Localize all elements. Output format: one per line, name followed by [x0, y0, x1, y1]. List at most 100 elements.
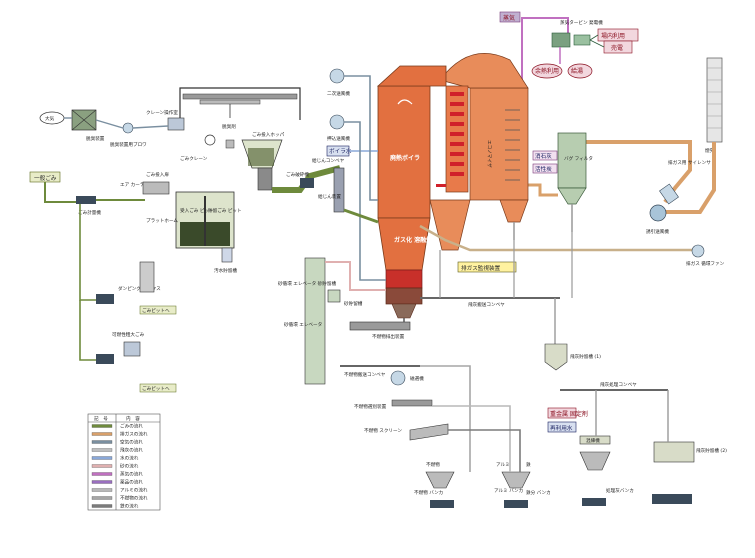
boiler-water-label: ボイラ水 — [329, 147, 352, 155]
internal-use-label: 場内利用 — [601, 32, 625, 40]
monitor-box — [457, 261, 517, 273]
slaked-lime-box — [532, 150, 558, 161]
chemical-label: 重金属 固定剤 — [550, 410, 588, 418]
legend-label: 薬品の流れ — [120, 479, 143, 486]
sand-elevator-label: 砂循環 エレベータ 砂貯留槽 — [278, 280, 336, 287]
pit2-label: 貯留ごみ ピット — [208, 207, 242, 214]
platform-label: プラットホーム — [146, 218, 178, 224]
activated-carbon-box — [532, 163, 558, 174]
crane-room-label: クレーン操作室 — [146, 109, 178, 116]
legend-label: 飛灰の流れ — [120, 447, 143, 454]
sand-elevator-box — [304, 257, 326, 385]
bunkers: 不燃物 不燃物 バンカ アルミ アルミ バンカ 鉄 鉄分 バンカ — [414, 365, 551, 508]
legend-rows: ごみの流れ排ガスの流れ空気の流れ飛灰の流れ水の流れ砂の流れ蒸気の流れ薬品の流れア… — [91, 423, 148, 510]
scale-icon — [76, 196, 96, 204]
legend-swatch — [91, 440, 113, 444]
turbine-box — [551, 32, 571, 48]
stack-label: 煙突 — [705, 147, 715, 154]
legend-label: 水の流れ — [120, 455, 139, 462]
crane-room-box — [167, 117, 185, 131]
recycle2-label: ごみピットへ — [142, 385, 170, 392]
legend-label: 排ガスの流れ — [120, 431, 148, 438]
boiler: 廃熱ボイラ — [376, 65, 447, 219]
pit-label: 受入ごみ ピット — [180, 207, 214, 214]
chemical-box — [547, 407, 577, 419]
legend-swatch — [91, 448, 113, 452]
legend-swatch — [91, 480, 113, 484]
aluminum-bunker-label: アルミ バンカ — [494, 488, 523, 494]
screen-label: 不燃物 スクリーン — [364, 427, 402, 434]
legend-label: 空気の流れ — [120, 439, 143, 446]
legend-label: 砂の流れ — [120, 463, 139, 470]
legend-swatch — [91, 472, 113, 476]
general-waste-label: 一般ごみ — [34, 174, 57, 182]
deodorizer-label: 脱臭装置 — [86, 135, 105, 142]
scale-label: ごみ計量機 — [78, 209, 101, 216]
bunker-hall: クレーン操作室 ごみクレーン 脱臭剤 — [146, 87, 301, 162]
recycle1-label: ごみピットへ — [142, 307, 170, 314]
legend-swatch — [91, 488, 113, 492]
waste-heat-ellipse — [531, 63, 563, 79]
door-label: ごみ投入扉 — [146, 171, 169, 178]
garbage-crane-label: ごみクレーン — [180, 155, 208, 162]
legend-label: ごみの流れ — [120, 423, 143, 430]
deodorizer-blower-label: 脱臭装置用ブロワ — [110, 141, 147, 148]
iron-bunker-label: 鉄分 バンカ — [526, 489, 551, 496]
activated-carbon-label: 活性炭 — [535, 165, 552, 173]
steam-label: 蒸気 — [503, 14, 515, 22]
silencer-label: 排ガス用 サイレンサ — [668, 159, 711, 166]
incombustible-label: 不燃物 — [426, 461, 440, 468]
gasifier-label: ガス化 溶融炉 — [394, 236, 432, 244]
gasifier: ガス化 溶融炉 — [377, 217, 432, 319]
incombustible-bunker-label: 不燃物 バンカ — [414, 489, 443, 496]
kneader-label: 混練機 — [586, 437, 600, 444]
secondary-blower-label: 二次送風機 — [327, 90, 350, 97]
legend-swatch — [91, 464, 113, 468]
waste-heat-label: 余熱利用 — [535, 67, 559, 75]
hopper: ごみ投入ホッパ — [241, 131, 285, 191]
feeder-label: 給じん装置 — [318, 193, 341, 200]
fly-ash-conveyor-label: 飛灰処理コンベヤ — [600, 381, 637, 388]
air-curtain-label: エア カーテン — [120, 182, 149, 188]
conveyor-label: 給じんコンベヤ — [312, 157, 345, 164]
turbine-label: 蒸気タービン 発電機 — [560, 19, 603, 26]
primary-blower-icon — [329, 114, 345, 130]
hot-water-ellipse — [567, 63, 593, 79]
incombustible-conveyor-label: 不燃物搬送コンベヤ — [344, 371, 386, 378]
fly-ash-tank1-label: 飛灰貯留槽 (1) — [570, 353, 601, 360]
incombustible-tank-label: 不燃物排出装置 — [372, 333, 405, 340]
crusher-label: ごみ破砕機 — [286, 171, 309, 178]
blowers: 二次送風機 押込送風機 — [327, 68, 386, 281]
exhaust-fan-icon — [691, 244, 705, 258]
water-box — [547, 421, 577, 433]
stack: 煙突 — [705, 57, 723, 154]
economizer-label: エコノマイザ — [486, 140, 492, 168]
large-waste-label: 可燃性粗大ごみ — [112, 331, 145, 338]
garbage-pit: 受入ごみ ピット 貯留ごみ ピット 汚水貯留槽 — [175, 191, 242, 274]
legend-label: 不燃物の流れ — [120, 495, 148, 502]
legend-swatch — [91, 424, 113, 428]
deodorizer-blower-icon — [122, 122, 134, 134]
legend-swatch — [91, 496, 113, 500]
legend-label: 鉄の流れ — [120, 503, 139, 510]
deodorant-label: 脱臭剤 — [222, 123, 236, 130]
primary-blower-label: 押込送風機 — [327, 135, 350, 142]
magnetic-label: 磁選機 — [410, 375, 424, 382]
hot-water-label: 給湯 — [571, 67, 583, 75]
bag-filter: バグ フィルタ — [557, 132, 593, 232]
power-section: 蒸気 蒸気タービン 発電機 場内利用 売電 余熱利用 給湯 — [499, 11, 639, 88]
sand-elevator2-label: 砂循環 エレベータ — [284, 321, 322, 328]
pit-water-label: 汚水貯留槽 — [214, 267, 237, 274]
sorting-label: 不燃物選別装置 — [354, 403, 387, 410]
magnetic-icon — [390, 370, 406, 386]
bag-filter-label: バグ フィルタ — [564, 155, 593, 162]
legend-swatch — [91, 456, 113, 460]
legend-header-code: 記 号 — [94, 415, 108, 422]
water-label: 再利用水 — [550, 424, 573, 432]
economizer: エコノマイザ — [439, 53, 529, 240]
superheater — [429, 85, 471, 251]
boiler-label: 廃熱ボイラ — [390, 154, 420, 162]
legend-label: 蒸気の流れ — [120, 471, 143, 478]
atmosphere-label: 大気 — [45, 115, 55, 122]
